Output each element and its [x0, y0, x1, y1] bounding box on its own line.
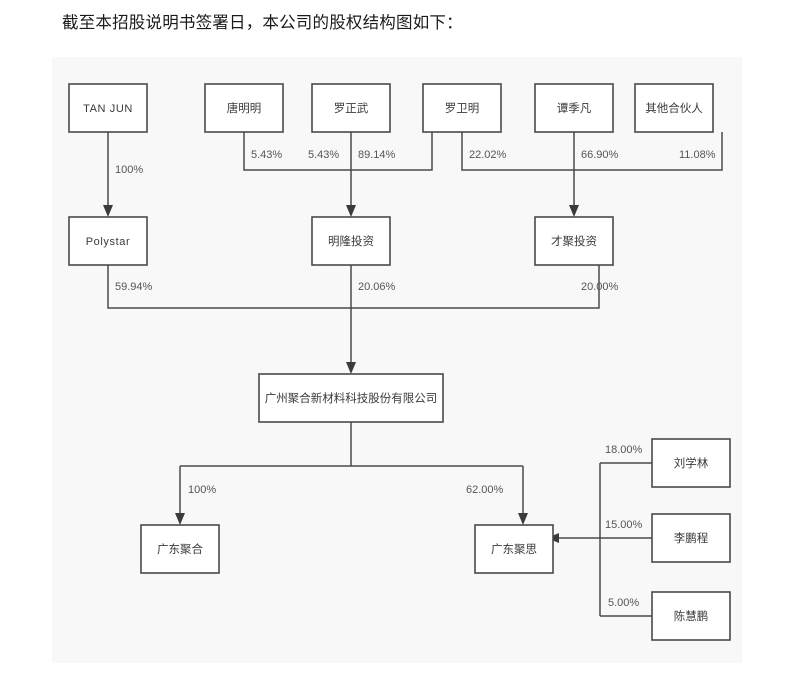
edge-label-other-caiju: 11.08%: [679, 149, 716, 161]
node-tan-jun-box[interactable]: [68, 83, 148, 133]
node-tang-mingming-box[interactable]: [204, 83, 284, 133]
node-chen-huipeng-box[interactable]: [651, 591, 731, 641]
edge-label-caiju-company: 20.00%: [581, 281, 619, 293]
node-minglong[interactable]: 明隆投资: [311, 216, 391, 266]
node-minglong-label: 明隆投资: [328, 234, 374, 248]
node-li-pengcheng-box[interactable]: [651, 513, 731, 563]
arrow-jusi: [518, 513, 528, 525]
node-tan-jun-label: TAN JUN: [83, 103, 133, 115]
node-guangdong-jusi-label: 广东聚思: [491, 543, 537, 556]
node-polystar-label: Polystar: [86, 236, 131, 248]
edge-label-tangmingming-minglong: 5.43%: [251, 149, 282, 161]
ownership-structure-diagram: TAN JUN 唐明明 罗正武 罗卫明 谭季凡 其他合伙人 Polystar 明…: [52, 57, 742, 663]
arrow-tanjun-polystar: [103, 205, 113, 217]
node-tan-jifan[interactable]: 谭季凡: [534, 83, 614, 133]
node-luo-weiming-box[interactable]: [422, 83, 502, 133]
node-company-label: 广州聚合新材料科技股份有限公司: [265, 391, 438, 405]
node-liu-xuelin-label: 刘学林: [674, 456, 709, 470]
edge-label-luozhengwu-minglong-b: 89.14%: [358, 149, 396, 161]
node-tan-jifan-box[interactable]: [534, 83, 614, 133]
node-tan-jifan-label: 谭季凡: [557, 102, 592, 115]
node-luo-zhengwu[interactable]: 罗正武: [311, 83, 391, 133]
node-luo-zhengwu-label: 罗正武: [334, 102, 369, 115]
edge-label-tanjun-polystar: 100%: [115, 164, 143, 176]
arrow-juhe: [175, 513, 185, 525]
arrow-caiju: [569, 205, 579, 217]
node-luo-weiming[interactable]: 罗卫明: [422, 83, 502, 133]
edge-label-company-juhe: 100%: [188, 484, 216, 496]
node-minglong-box[interactable]: [311, 216, 391, 266]
node-tan-jun[interactable]: TAN JUN: [68, 83, 148, 133]
edge-label-liuxuelin-jusi: 18.00%: [605, 444, 643, 456]
node-li-pengcheng-label: 李鹏程: [674, 531, 709, 545]
edge-bus-caiju-outer: [461, 132, 723, 171]
edge-label-lipengcheng-jusi: 15.00%: [605, 519, 643, 531]
node-guangdong-juhe-label: 广东聚合: [157, 542, 203, 556]
edge-label-company-jusi: 62.00%: [466, 484, 504, 496]
node-polystar[interactable]: Polystar: [68, 216, 148, 266]
edge-bus-company-outer: [107, 258, 600, 309]
node-caiju[interactable]: 才聚投资: [534, 216, 614, 266]
org-chart-svg: TAN JUN 唐明明 罗正武 罗卫明 谭季凡 其他合伙人 Polystar 明…: [68, 83, 731, 641]
node-polystar-box[interactable]: [68, 216, 148, 266]
arrow-company: [346, 362, 356, 374]
edge-bus-minglong-outer: [243, 132, 433, 171]
node-caiju-label: 才聚投资: [551, 234, 597, 248]
node-tang-mingming-label: 唐明明: [227, 101, 262, 115]
node-liu-xuelin-box[interactable]: [651, 438, 731, 488]
node-li-pengcheng[interactable]: 李鹏程: [651, 513, 731, 563]
node-tang-mingming[interactable]: 唐明明: [204, 83, 284, 133]
edge-label-minglong-company: 20.06%: [358, 281, 396, 293]
edge-label-polystar-company: 59.94%: [115, 281, 153, 293]
edge-label-chenhuipeng-jusi: 5.00%: [608, 597, 639, 609]
node-caiju-box[interactable]: [534, 216, 614, 266]
page-title: 截至本招股说明书签署日，本公司的股权结构图如下：: [62, 13, 463, 32]
edge-label-luozhengwu-minglong-a: 5.43%: [308, 149, 339, 161]
node-guangdong-juhe-box[interactable]: [140, 524, 220, 574]
node-chen-huipeng[interactable]: 陈慧鹏: [651, 591, 731, 641]
node-company-box[interactable]: [258, 373, 444, 423]
node-luo-weiming-label: 罗卫明: [445, 102, 480, 115]
node-company[interactable]: 广州聚合新材料科技股份有限公司: [258, 373, 444, 423]
node-chen-huipeng-label: 陈慧鹏: [674, 609, 709, 623]
node-other-partners[interactable]: 其他合伙人: [634, 83, 714, 133]
node-guangdong-jusi-box[interactable]: [474, 524, 554, 574]
node-guangdong-jusi[interactable]: 广东聚思: [474, 524, 554, 574]
arrow-minglong: [346, 205, 356, 217]
node-other-partners-label: 其他合伙人: [645, 101, 703, 115]
edge-label-luoweiming-caiju: 22.02%: [469, 149, 507, 161]
node-guangdong-juhe[interactable]: 广东聚合: [140, 524, 220, 574]
node-luo-zhengwu-box[interactable]: [311, 83, 391, 133]
node-other-partners-box[interactable]: [634, 83, 714, 133]
edge-label-tanjifan-caiju: 66.90%: [581, 149, 619, 161]
node-liu-xuelin[interactable]: 刘学林: [651, 438, 731, 488]
